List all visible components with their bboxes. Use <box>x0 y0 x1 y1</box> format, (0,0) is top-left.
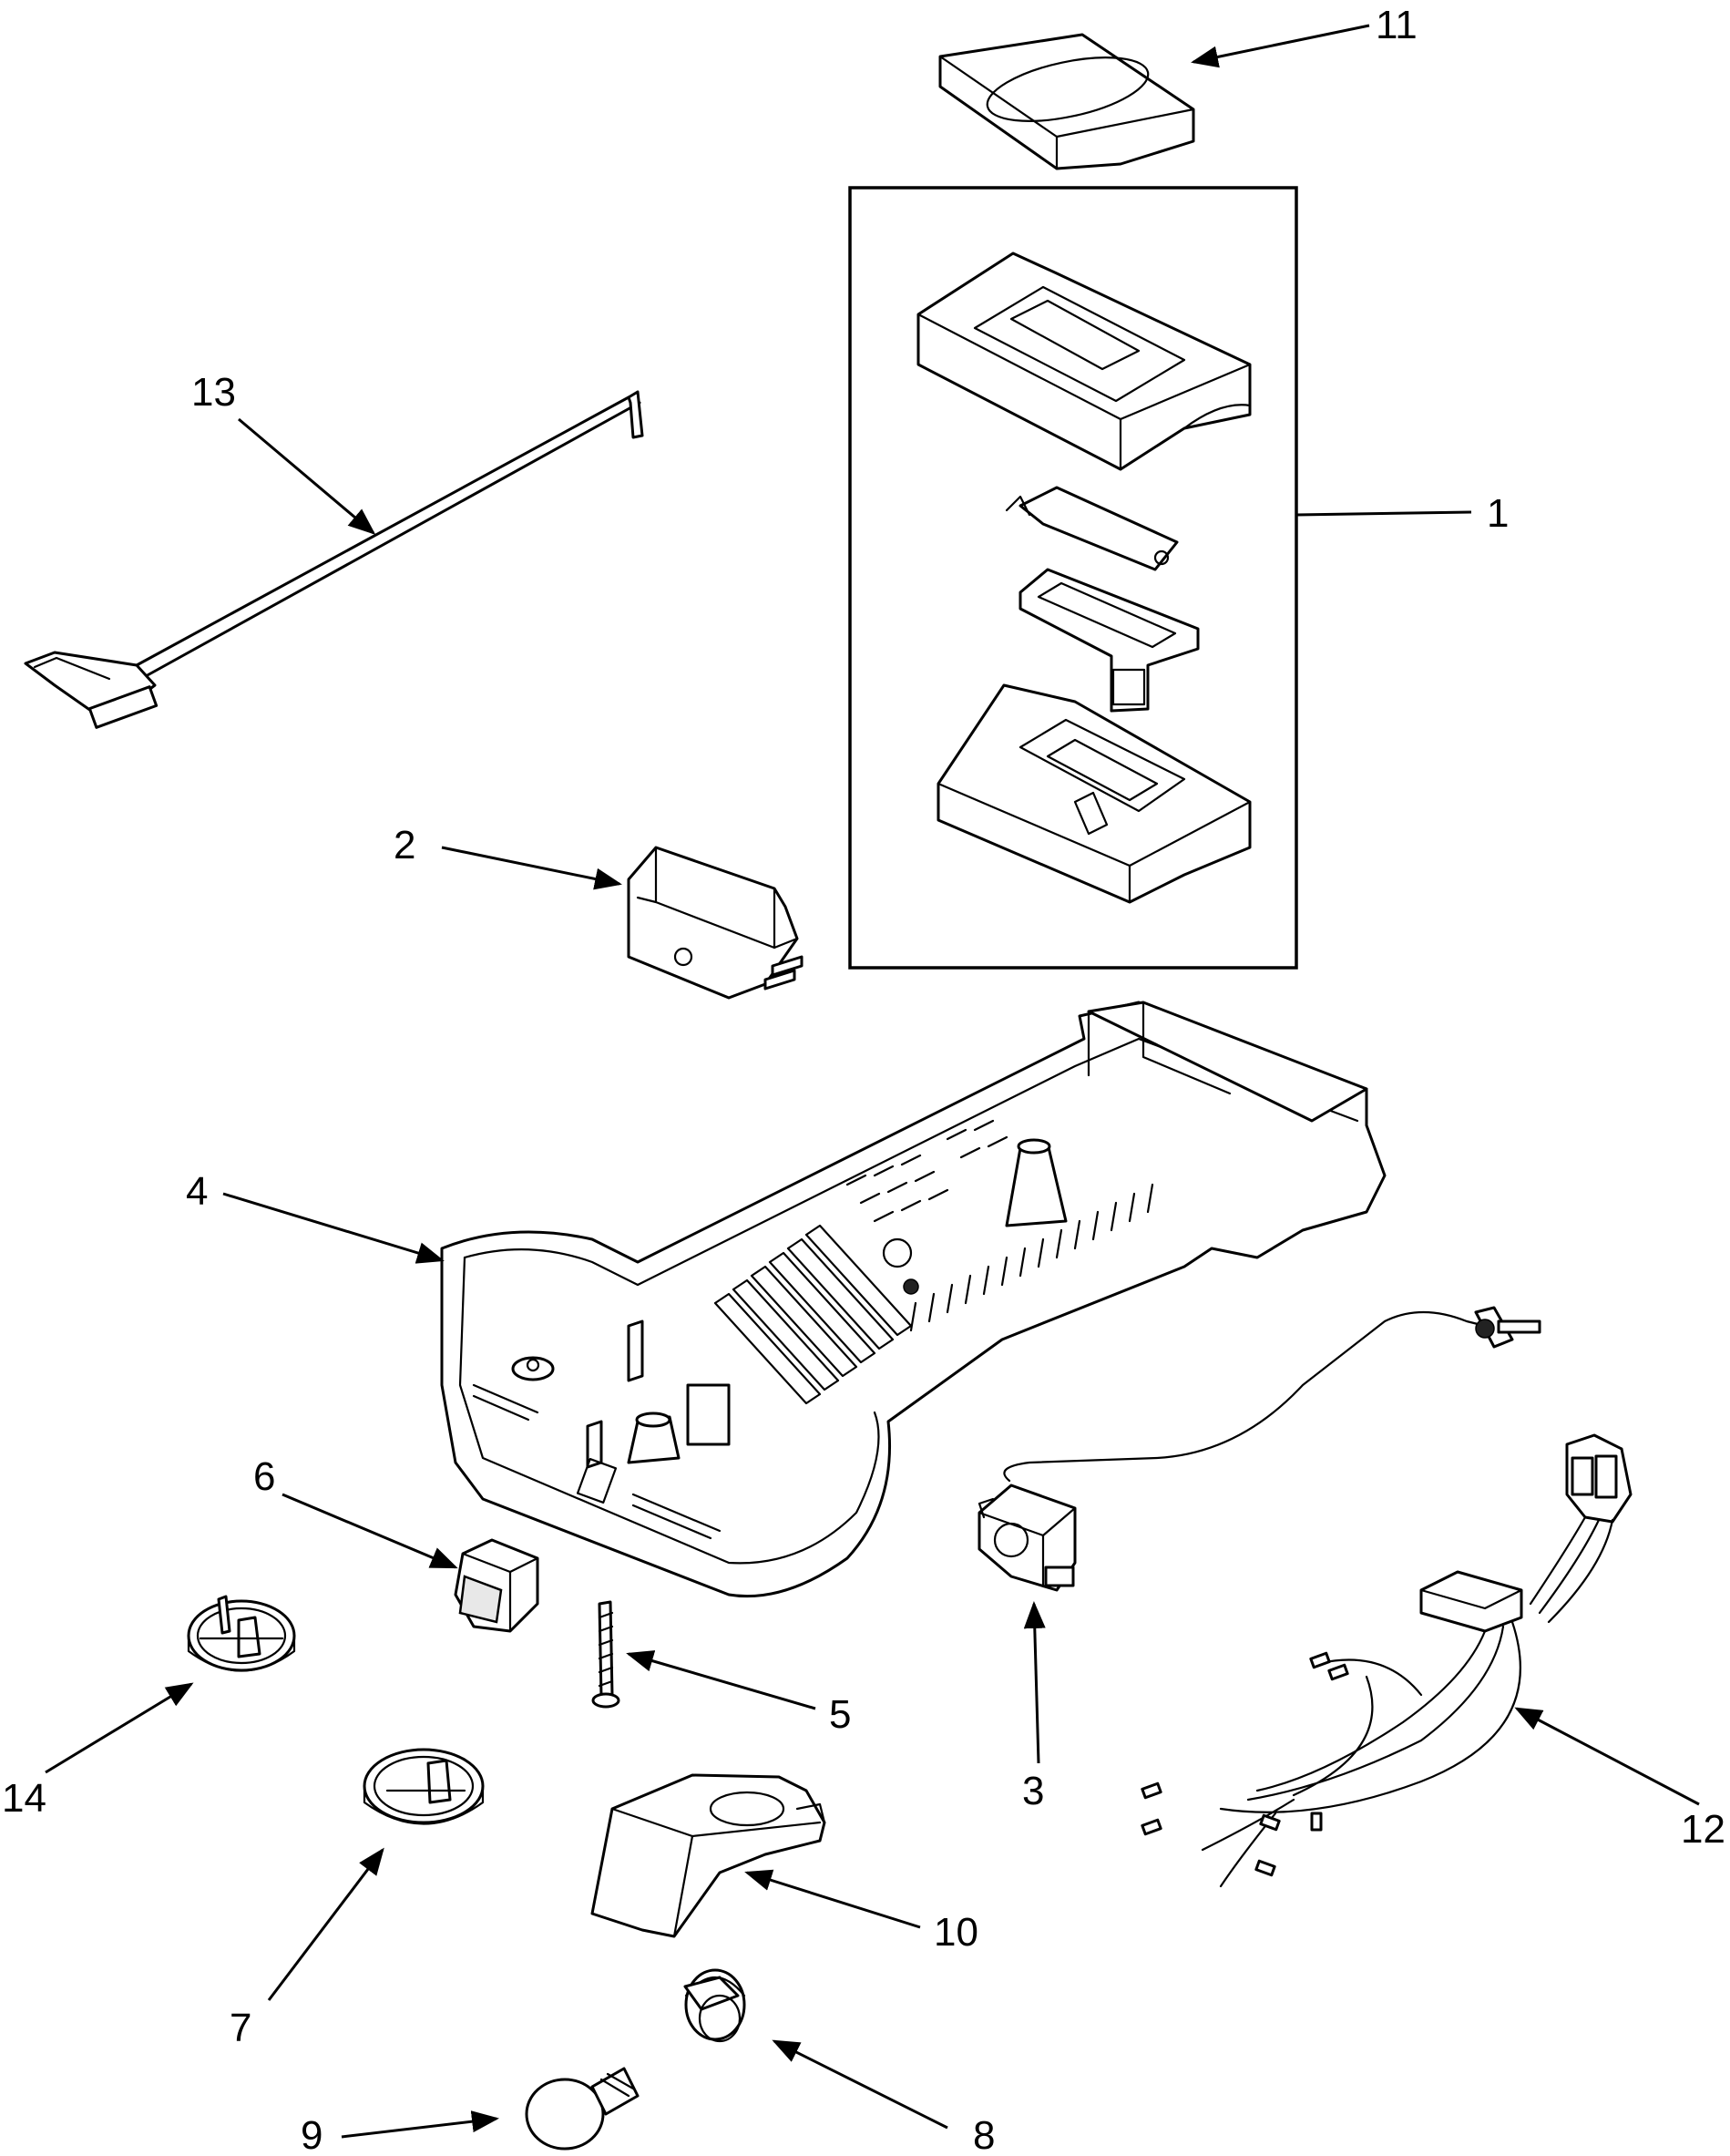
part-9-bulb <box>525 2067 640 2151</box>
callout-5: 5 <box>829 1692 851 1737</box>
callout-2: 2 <box>394 823 415 868</box>
part-8-lamp-socket <box>683 1968 746 2043</box>
callout-1: 1 <box>1487 491 1509 536</box>
part-12-wire-harness <box>1141 1433 1633 1888</box>
callout-6: 6 <box>253 1454 275 1499</box>
callout-9: 9 <box>301 2113 322 2156</box>
callout-4: 4 <box>186 1169 208 1214</box>
callout-7: 7 <box>230 2006 251 2050</box>
callout-12: 12 <box>1681 1807 1725 1852</box>
part-13-rod <box>24 390 644 729</box>
part-1-top-housing <box>916 252 1252 471</box>
part-11-gasket <box>938 33 1195 170</box>
part-1-flap <box>1005 486 1179 571</box>
part-4-base-housing <box>440 1001 1387 1598</box>
callout-10: 10 <box>934 1910 978 1955</box>
part-5-screw <box>591 1600 620 1709</box>
part-1-bottom-housing <box>937 683 1252 904</box>
part-3-thermostat <box>978 1306 1541 1592</box>
callout-11: 11 <box>1376 3 1418 47</box>
leader-lines <box>45 24 1700 2139</box>
part-10-bracket <box>590 1773 826 1938</box>
part-1-middle-frame <box>1019 568 1200 713</box>
callout-13: 13 <box>191 370 236 415</box>
callout-14: 14 <box>2 1776 46 1821</box>
callout-8: 8 <box>973 2113 995 2156</box>
callout-3: 3 <box>1022 1769 1044 1813</box>
assembly-box <box>848 186 1298 970</box>
part-14-knob <box>187 1595 296 1672</box>
part-7-knob <box>363 1748 485 1825</box>
part-2-timer <box>627 846 804 1000</box>
callout-labels: 11 1 13 2 4 6 5 3 12 14 7 10 8 9 <box>2 3 1725 2156</box>
part-6-switch <box>454 1538 539 1633</box>
